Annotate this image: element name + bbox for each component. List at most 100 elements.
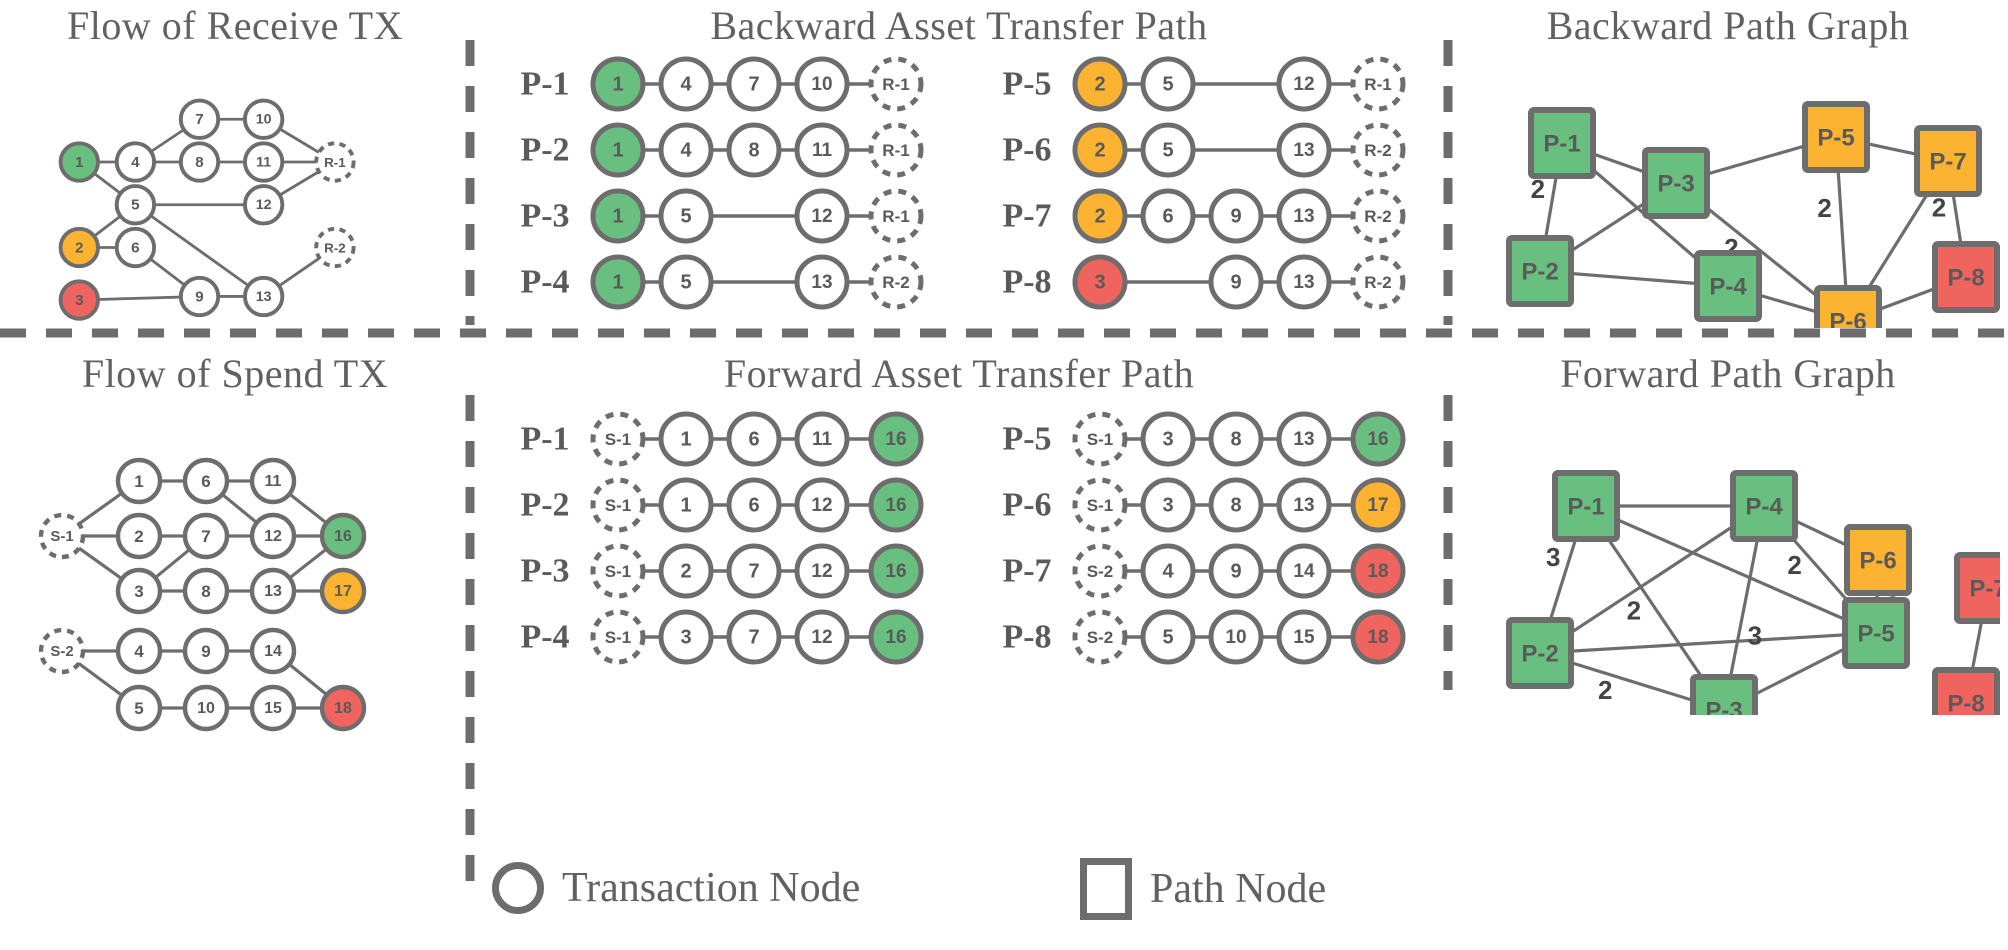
- path-node[interactable]: 14: [1276, 543, 1332, 599]
- path-node[interactable]: S-1: [590, 477, 646, 533]
- path-node[interactable]: R-2: [1350, 254, 1406, 310]
- flow-node[interactable]: 7: [182, 512, 230, 560]
- path-graph-node[interactable]: P-8: [1932, 667, 2000, 715]
- path-node[interactable]: 12: [794, 477, 850, 533]
- path-graph-node[interactable]: P-7: [1914, 125, 1982, 197]
- flow-node[interactable]: 9: [182, 627, 230, 675]
- flow-node[interactable]: 15: [249, 684, 297, 732]
- path-node[interactable]: 3: [1140, 411, 1196, 467]
- path-node[interactable]: S-1: [1072, 477, 1128, 533]
- path-node[interactable]: 3: [658, 609, 714, 665]
- flow-node[interactable]: 12: [249, 512, 297, 560]
- path-node[interactable]: 13: [1276, 477, 1332, 533]
- path-graph-node[interactable]: P-4: [1730, 470, 1798, 542]
- path-node[interactable]: S-1: [1072, 411, 1128, 467]
- path-node[interactable]: 3: [1072, 254, 1128, 310]
- path-graph-node[interactable]: P-6: [1814, 285, 1882, 328]
- path-node[interactable]: 5: [1140, 56, 1196, 112]
- path-node[interactable]: 7: [726, 543, 782, 599]
- path-node[interactable]: 16: [1350, 411, 1406, 467]
- flow-node[interactable]: 3: [58, 279, 100, 321]
- flow-node[interactable]: 3: [115, 567, 163, 615]
- path-node[interactable]: 1: [658, 477, 714, 533]
- path-node[interactable]: S-1: [590, 411, 646, 467]
- path-node[interactable]: 13: [1276, 254, 1332, 310]
- path-node[interactable]: 10: [794, 56, 850, 112]
- flow-node[interactable]: 5: [114, 184, 157, 226]
- path-graph-node[interactable]: P-8: [1932, 241, 2000, 313]
- path-node[interactable]: 12: [794, 609, 850, 665]
- path-node[interactable]: 2: [1072, 56, 1128, 112]
- flow-node[interactable]: 2: [115, 512, 163, 560]
- path-node[interactable]: S-2: [1072, 543, 1128, 599]
- path-node[interactable]: 12: [794, 188, 850, 244]
- path-node[interactable]: 12: [1276, 56, 1332, 112]
- flow-node[interactable]: 2: [58, 226, 100, 269]
- path-node[interactable]: 2: [658, 543, 714, 599]
- path-graph-node[interactable]: P-2: [1506, 235, 1574, 307]
- path-node[interactable]: 9: [1208, 543, 1264, 599]
- path-node[interactable]: 5: [658, 188, 714, 244]
- flow-node[interactable]: 8: [178, 141, 221, 183]
- flow-node[interactable]: 7: [178, 98, 221, 140]
- flow-node[interactable]: 10: [242, 98, 285, 140]
- path-node[interactable]: S-1: [590, 543, 646, 599]
- flow-node[interactable]: 6: [114, 226, 157, 269]
- path-node[interactable]: S-2: [1072, 609, 1128, 665]
- path-graph-node[interactable]: P-3: [1642, 147, 1710, 219]
- flow-node[interactable]: 10: [182, 684, 230, 732]
- flow-node[interactable]: S-1: [38, 512, 86, 560]
- flow-node[interactable]: 6: [182, 457, 230, 505]
- path-node[interactable]: 4: [1140, 543, 1196, 599]
- path-node[interactable]: R-1: [868, 188, 924, 244]
- path-node[interactable]: 13: [1276, 188, 1332, 244]
- path-node[interactable]: 5: [1140, 609, 1196, 665]
- flow-node[interactable]: 5: [115, 684, 163, 732]
- flow-node[interactable]: R-1: [314, 141, 356, 183]
- path-graph-node[interactable]: P-3: [1690, 674, 1758, 715]
- path-node[interactable]: 8: [726, 122, 782, 178]
- path-node[interactable]: 1: [590, 254, 646, 310]
- path-node[interactable]: 2: [1072, 122, 1128, 178]
- path-node[interactable]: 5: [658, 254, 714, 310]
- path-node[interactable]: 1: [658, 411, 714, 467]
- path-node[interactable]: 1: [590, 56, 646, 112]
- path-node[interactable]: R-2: [868, 254, 924, 310]
- flow-node[interactable]: 4: [115, 627, 163, 675]
- path-node[interactable]: 5: [1140, 122, 1196, 178]
- flow-node[interactable]: 9: [178, 275, 221, 318]
- path-node[interactable]: 10: [1208, 609, 1264, 665]
- path-node[interactable]: 7: [726, 609, 782, 665]
- path-node[interactable]: 1: [590, 188, 646, 244]
- path-node[interactable]: R-2: [1350, 188, 1406, 244]
- path-node[interactable]: 8: [1208, 411, 1264, 467]
- path-node[interactable]: 2: [1072, 188, 1128, 244]
- path-graph-node[interactable]: P-5: [1842, 597, 1910, 669]
- path-node[interactable]: 15: [1276, 609, 1332, 665]
- path-node[interactable]: 6: [1140, 188, 1196, 244]
- path-graph-node[interactable]: P-4: [1694, 250, 1762, 322]
- flow-node[interactable]: 13: [242, 275, 285, 318]
- flow-node[interactable]: 16: [319, 512, 367, 560]
- path-node[interactable]: 17: [1350, 477, 1406, 533]
- flow-node[interactable]: 14: [249, 627, 297, 675]
- path-node[interactable]: 18: [1350, 609, 1406, 665]
- flow-node[interactable]: 17: [319, 567, 367, 615]
- flow-node[interactable]: 8: [182, 567, 230, 615]
- flow-node[interactable]: 1: [58, 141, 100, 183]
- path-node[interactable]: S-1: [590, 609, 646, 665]
- path-node[interactable]: R-2: [1350, 122, 1406, 178]
- path-node[interactable]: R-1: [868, 56, 924, 112]
- path-node[interactable]: 8: [1208, 477, 1264, 533]
- path-node[interactable]: 11: [794, 411, 850, 467]
- path-node[interactable]: 18: [1350, 543, 1406, 599]
- path-graph-node[interactable]: P-1: [1528, 107, 1596, 179]
- path-node[interactable]: 13: [1276, 411, 1332, 467]
- path-node[interactable]: 9: [1208, 254, 1264, 310]
- path-node[interactable]: 6: [726, 411, 782, 467]
- path-node[interactable]: 13: [794, 254, 850, 310]
- path-node[interactable]: 7: [726, 56, 782, 112]
- path-node[interactable]: 16: [868, 411, 924, 467]
- flow-node[interactable]: 1: [115, 457, 163, 505]
- flow-node[interactable]: 12: [242, 184, 285, 226]
